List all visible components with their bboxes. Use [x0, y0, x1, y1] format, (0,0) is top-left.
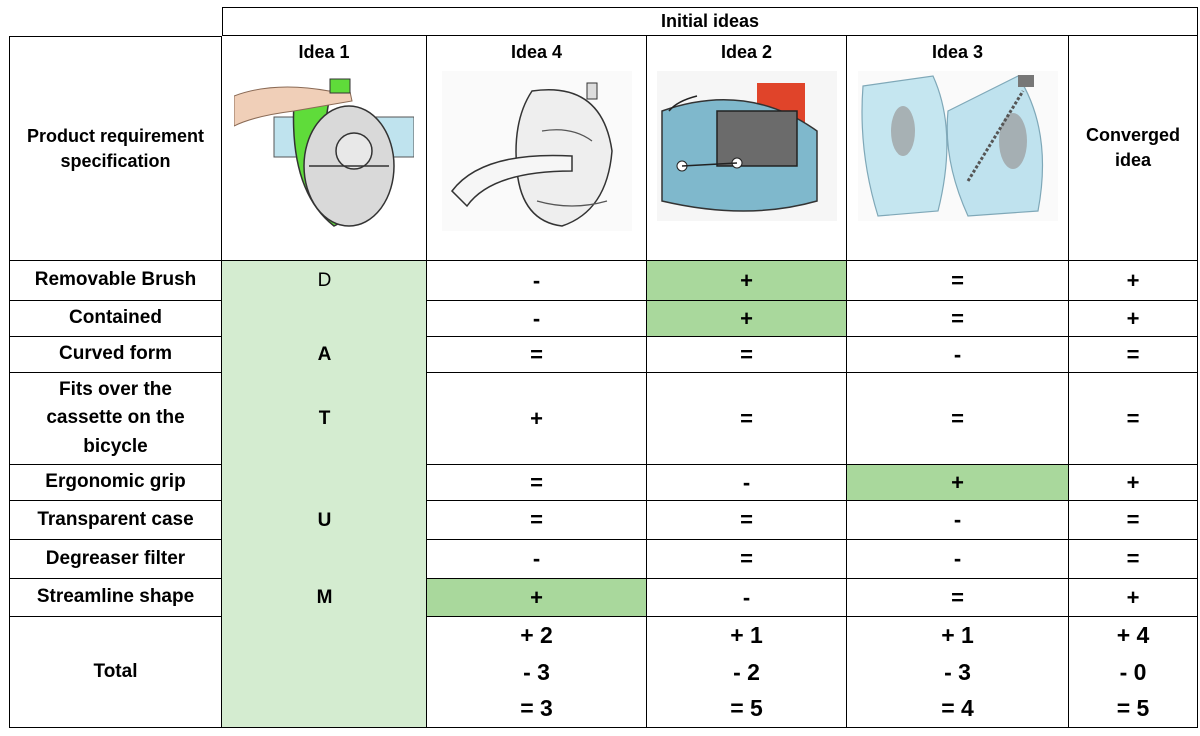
total-idea4: + 2 - 3 = 3 [427, 617, 647, 728]
cell-r8-idea3: = [847, 579, 1069, 617]
idea-4-title: Idea 4 [510, 42, 563, 62]
cell-r3-idea2: = [647, 337, 847, 373]
idea-4-header: Idea 4 [427, 36, 647, 261]
cell-r2-converged: + [1069, 301, 1198, 337]
initial-ideas-header: Initial ideas [222, 7, 1198, 36]
req-degreaser-filter: Degreaser filter [9, 540, 222, 579]
req-curved-form: Curved form [9, 337, 222, 373]
idea-3-title: Idea 3 [931, 42, 984, 62]
cell-r4-idea3: = [847, 373, 1069, 465]
idea-2-title: Idea 2 [720, 42, 773, 62]
cell-r3-converged: = [1069, 337, 1198, 373]
datum-column [222, 261, 427, 728]
total-net: = 4 [941, 695, 974, 722]
cell-r6-idea3: - [847, 501, 1069, 540]
cell-r6-idea4: = [427, 501, 647, 540]
cell-r7-converged: = [1069, 540, 1198, 579]
idea-3-header: Idea 3 [847, 36, 1069, 261]
total-minus: - 2 [733, 658, 760, 685]
cell-r1-idea3: = [847, 261, 1069, 301]
cell-r2-idea4: - [427, 301, 647, 337]
cell-r6-converged: = [1069, 501, 1198, 540]
total-label: Total [9, 617, 222, 728]
idea-1-sketch-image [234, 78, 414, 227]
total-net: = 5 [730, 695, 763, 722]
total-plus: + 1 [941, 621, 974, 648]
cell-r8-converged: + [1069, 579, 1198, 617]
cell-r7-idea3: - [847, 540, 1069, 579]
cell-r7-idea4: - [427, 540, 647, 579]
cell-r5-idea2: - [647, 465, 847, 501]
total-plus: + 4 [1116, 621, 1150, 648]
total-net: = 5 [1116, 695, 1150, 722]
idea-3-sketch-image [857, 71, 1058, 221]
product-requirement-header: Product requirement specification [9, 36, 222, 261]
cell-r4-idea4: + [427, 373, 647, 465]
req-contained: Contained [9, 301, 222, 337]
total-converged: + 4 - 0 = 5 [1069, 617, 1198, 728]
converged-idea-header: Converged idea [1069, 36, 1198, 261]
cell-r5-converged: + [1069, 465, 1198, 501]
cell-r4-converged: = [1069, 373, 1198, 465]
cell-r1-idea2: + [647, 261, 847, 301]
cell-r7-idea2: = [647, 540, 847, 579]
cell-r4-idea2: = [647, 373, 847, 465]
pugh-matrix-table: Initial ideas Product requirement specif… [9, 7, 1198, 729]
total-plus: + 2 [520, 621, 553, 648]
cell-r3-idea4: = [427, 337, 647, 373]
cell-r6-idea2: = [647, 501, 847, 540]
cell-r8-idea4: + [427, 579, 647, 617]
cell-r2-idea3: = [847, 301, 1069, 337]
cell-r1-converged: + [1069, 261, 1198, 301]
req-fits-over-cassette: Fits over the cassette on the bicycle [9, 373, 222, 465]
total-idea2: + 1 - 2 = 5 [647, 617, 847, 728]
req-streamline-shape: Streamline shape [9, 579, 222, 617]
datum-letter-u: U [317, 509, 332, 531]
cell-r1-idea4: - [427, 261, 647, 301]
idea-1-header: Idea 1 [222, 36, 427, 261]
cell-r5-idea3: + [847, 465, 1069, 501]
corner-blank [9, 7, 222, 36]
idea-4-sketch-image [441, 71, 632, 231]
total-net: = 3 [520, 695, 553, 722]
total-minus: - 3 [944, 658, 971, 685]
total-minus: - 0 [1119, 658, 1147, 685]
datum-letter-m: M [316, 587, 333, 608]
req-removable-brush: Removable Brush [9, 261, 222, 301]
total-plus: + 1 [730, 621, 763, 648]
datum-letter-a: A [317, 344, 332, 365]
cell-r3-idea3: - [847, 337, 1069, 373]
req-ergonomic-grip: Ergonomic grip [9, 465, 222, 501]
total-idea3: + 1 - 3 = 4 [847, 617, 1069, 728]
cell-r5-idea4: = [427, 465, 647, 501]
cell-r2-idea2: + [647, 301, 847, 337]
req-transparent-case: Transparent case [9, 501, 222, 540]
idea-2-sketch-image [656, 71, 837, 221]
total-minus: - 3 [523, 658, 550, 685]
idea-2-header: Idea 2 [647, 36, 847, 261]
idea-1-title: Idea 1 [298, 42, 350, 62]
datum-letter-t: T [318, 408, 331, 429]
datum-letter-d: D [317, 270, 332, 291]
cell-r8-idea2: - [647, 579, 847, 617]
